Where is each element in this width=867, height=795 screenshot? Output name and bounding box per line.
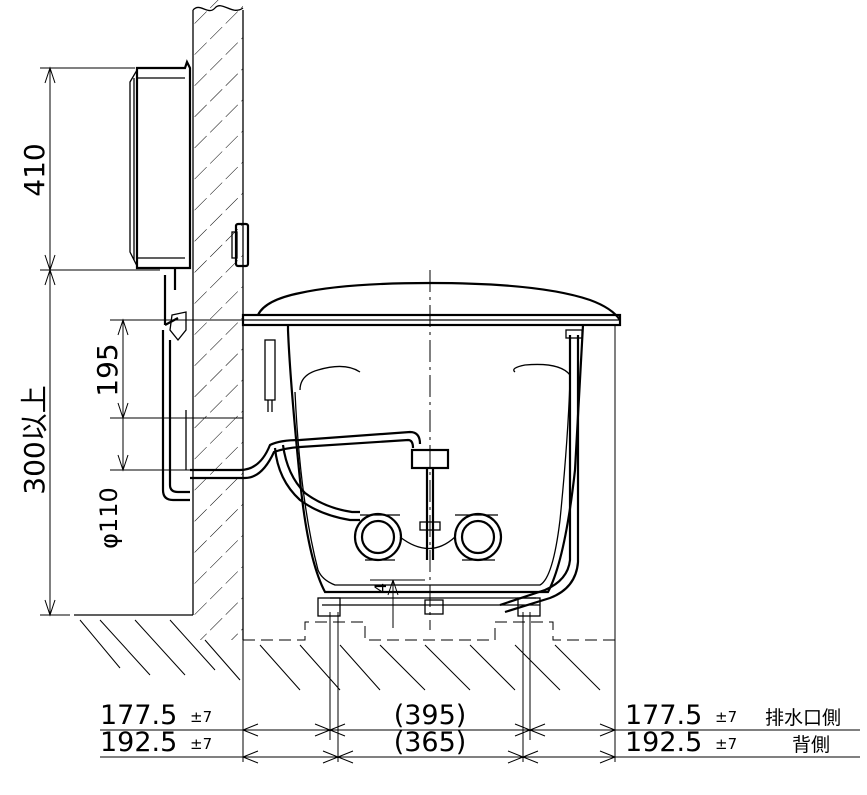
dim-label-195: 195 bbox=[91, 343, 124, 396]
back-right-value: 192.5 bbox=[625, 727, 702, 758]
back-left-tolerance: ±7 bbox=[190, 735, 212, 753]
drain-left-value: 177.5 bbox=[100, 700, 177, 731]
back-center-value: (365) bbox=[394, 727, 467, 758]
dim-label-pipe-diameter: φ110 bbox=[95, 487, 123, 549]
drain-left-tolerance: ±7 bbox=[190, 708, 212, 726]
dim-label-410: 410 bbox=[18, 143, 51, 196]
dim-label-300-min: 300以上 bbox=[18, 385, 51, 494]
drain-side-label: 排水口側 bbox=[765, 707, 841, 729]
water-heater-unit bbox=[129, 59, 192, 502]
drain-center-value: (395) bbox=[394, 700, 467, 731]
dim-label-gap-4: 4 bbox=[371, 583, 390, 593]
horizontal-dimensions bbox=[100, 325, 860, 764]
back-right-tolerance: ±7 bbox=[715, 735, 737, 753]
back-left-value: 192.5 bbox=[100, 727, 177, 758]
drain-right-value: 177.5 bbox=[625, 700, 702, 731]
back-side-label: 背側 bbox=[792, 734, 830, 756]
floor-section bbox=[74, 597, 615, 691]
vertical-dimensions bbox=[40, 66, 425, 628]
bathtub bbox=[190, 270, 622, 630]
drain-right-tolerance: ±7 bbox=[715, 708, 737, 726]
